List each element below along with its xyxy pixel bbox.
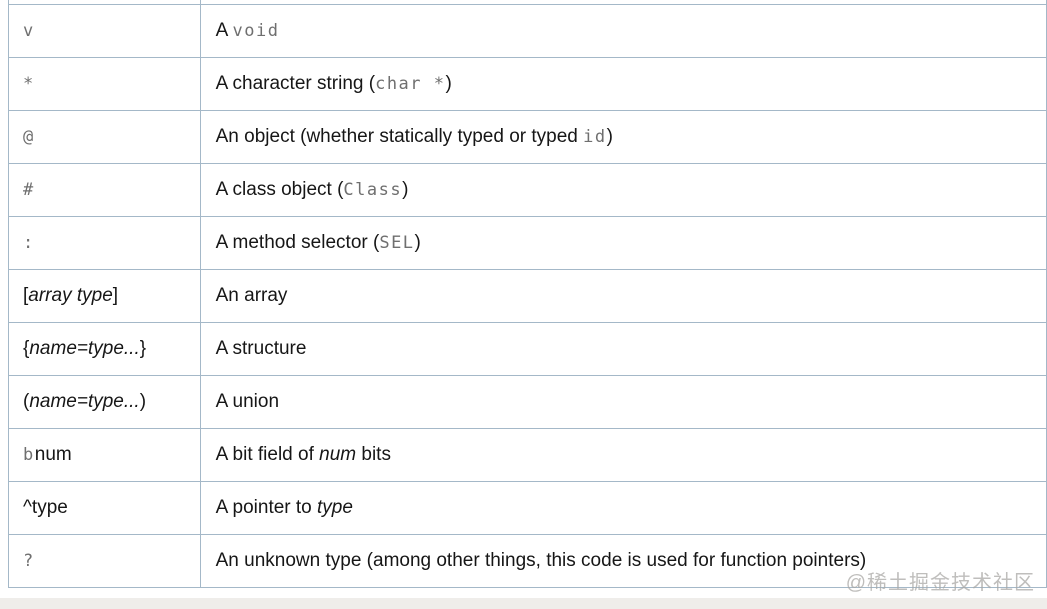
table-row: : A method selector (SEL): [8, 216, 1047, 270]
table-row: (name=type...) A union: [8, 375, 1047, 429]
variable-name: type: [317, 497, 353, 518]
description-cell: A pointer to type: [199, 481, 1047, 535]
table-row: v A void: [8, 4, 1047, 58]
plain-text: A method selector (: [215, 232, 380, 253]
plain-text: ): [414, 232, 421, 253]
page-background-strip: [0, 598, 1047, 609]
description-cell: An unknown type (among other things, thi…: [199, 534, 1047, 588]
table-row: ^type A pointer to type: [8, 481, 1047, 535]
plain-text: An object (whether statically typed or t…: [215, 126, 584, 147]
code-cell: @: [8, 110, 201, 164]
plain-text: ): [402, 179, 409, 200]
inline-code: #: [23, 180, 35, 200]
plain-text: {: [23, 338, 30, 359]
inline-code: SEL: [379, 233, 415, 253]
inline-code: @: [23, 127, 35, 147]
code-cell: {name=type...}: [8, 322, 201, 376]
plain-text: [: [23, 285, 29, 306]
table-row: ? An unknown type (among other things, th…: [8, 534, 1047, 588]
plain-text: A structure: [215, 338, 307, 359]
description-cell: A bit field of num bits: [199, 428, 1047, 482]
description-cell: A void: [199, 4, 1047, 58]
inline-code: v: [23, 21, 35, 41]
inline-code: *: [23, 74, 35, 94]
code-cell: :: [8, 216, 201, 270]
description-cell: A class object (Class): [199, 163, 1047, 217]
inline-code: char *: [375, 74, 446, 94]
plain-text: A pointer to: [215, 497, 318, 518]
inline-code: void: [232, 21, 280, 41]
description-cell: An object (whether statically typed or t…: [199, 110, 1047, 164]
type-encodings-table: v A void * A character string (char *) @ An o…: [8, 0, 1047, 588]
plain-text: (: [23, 391, 30, 412]
plain-text: }: [139, 338, 147, 359]
plain-text: A: [215, 20, 233, 41]
plain-text: A bit field of: [215, 444, 320, 465]
code-cell: bnum: [8, 428, 201, 482]
table-row: * A character string (char *): [8, 57, 1047, 111]
description-cell: A character string (char *): [199, 57, 1047, 111]
table-row: {name=type...} A structure: [8, 322, 1047, 376]
code-cell: [array type]: [8, 269, 201, 323]
inline-code: id: [583, 127, 607, 147]
code-cell: v: [8, 4, 201, 58]
description-cell: An array: [199, 269, 1047, 323]
variable-name: name=type...: [29, 338, 140, 359]
code-cell: *: [8, 57, 201, 111]
plain-text: num: [34, 444, 72, 465]
code-cell: #: [8, 163, 201, 217]
description-cell: A structure: [199, 322, 1047, 376]
plain-text: A class object (: [215, 179, 344, 200]
code-cell: (name=type...): [8, 375, 201, 429]
table-row: @ An object (whether statically typed or …: [8, 110, 1047, 164]
code-cell: ^type: [8, 481, 201, 535]
plain-text: ]: [112, 285, 119, 306]
plain-text: bits: [356, 444, 391, 465]
plain-text: ): [445, 73, 452, 94]
table-row: [array type] An array: [8, 269, 1047, 323]
table-row: # A class object (Class): [8, 163, 1047, 217]
inline-code: b: [23, 445, 35, 465]
plain-text: ): [139, 391, 147, 412]
plain-text: A character string (: [215, 73, 376, 94]
plain-text: ): [606, 126, 613, 147]
variable-name: name=type...: [29, 391, 140, 412]
inline-code: ?: [23, 551, 35, 571]
variable-name: num: [319, 444, 357, 465]
description-cell: A method selector (SEL): [199, 216, 1047, 270]
variable-name: array type: [28, 285, 113, 306]
plain-text: ^type: [23, 497, 68, 518]
type-encodings-table-body: v A void * A character string (char *) @ An o…: [8, 0, 1047, 588]
plain-text: An unknown type (among other things, thi…: [215, 550, 867, 571]
description-cell: A union: [199, 375, 1047, 429]
code-cell: ?: [8, 534, 201, 588]
plain-text: A union: [215, 391, 280, 412]
inline-code: :: [23, 233, 35, 253]
inline-code: Class: [343, 180, 403, 200]
plain-text: An array: [215, 285, 288, 306]
